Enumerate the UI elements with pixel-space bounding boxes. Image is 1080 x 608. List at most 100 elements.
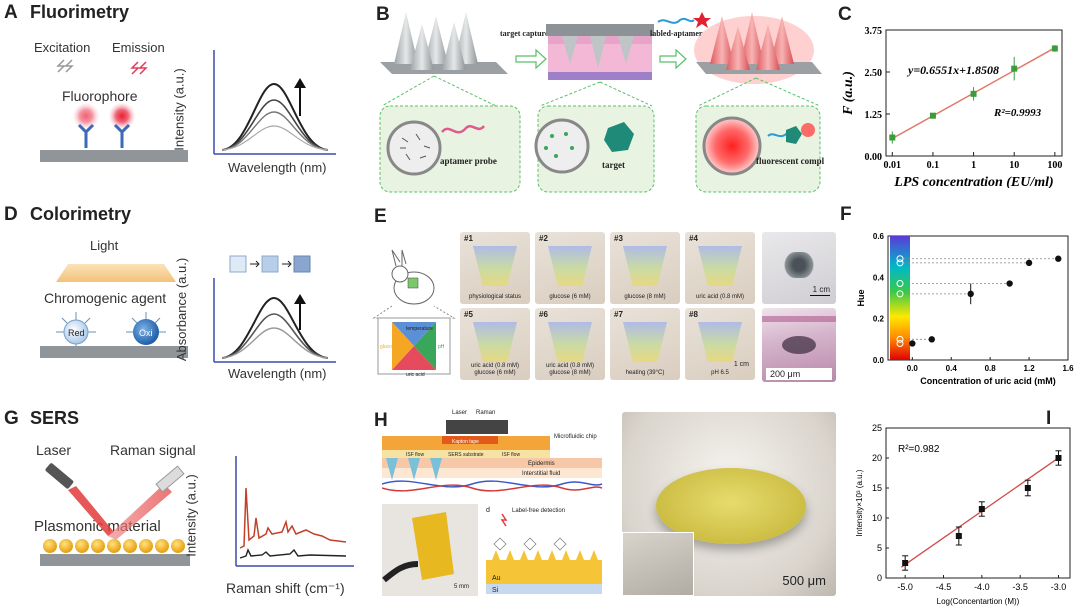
sers-substrate-label: SERS substrate xyxy=(448,452,484,458)
data-point xyxy=(909,340,916,347)
hue-marker xyxy=(896,290,904,298)
data-point xyxy=(1024,485,1031,491)
x-tick-label: -5.0 xyxy=(897,582,913,592)
isf-flow-left-label: ISF flow xyxy=(406,452,424,458)
si-label: Si xyxy=(492,587,499,594)
glucose-label: glucose xyxy=(380,344,397,350)
microneedle-patch-photo: 500 μm xyxy=(622,412,836,596)
up-arrow-icon xyxy=(294,78,306,88)
y-tick-label: 10 xyxy=(872,513,882,523)
aptamer-probe-line: aptamer probe xyxy=(440,156,497,166)
epidermis-label: Epidermis xyxy=(528,461,555,467)
fluorimetry-schematic xyxy=(40,59,188,162)
x-tick-label: 0.1 xyxy=(927,160,940,171)
aptamer-probe-label: aptamer probe xyxy=(440,156,497,166)
y-axis-label: F (a.u.) xyxy=(841,71,856,116)
scale-5mm-label: 5 mm xyxy=(454,584,469,590)
tile-number: #4 xyxy=(689,234,698,243)
fluor-ylabel: Intensity (a.u.) xyxy=(171,68,187,151)
d-label: d xyxy=(486,507,490,514)
laser-small-label: Laser xyxy=(452,410,467,416)
emission-arrow-icon xyxy=(130,61,148,75)
data-point xyxy=(1055,455,1062,461)
kapton-tape-label: Kapton tape xyxy=(452,439,479,445)
x-tick-label: 1.2 xyxy=(1024,364,1036,373)
data-point xyxy=(1055,255,1062,262)
scale-bar-1cm: 1 cm xyxy=(812,285,830,294)
colorimetry-schematic: Red Oxi xyxy=(40,264,188,358)
plot-frame xyxy=(885,427,1071,579)
label-free-label: Label-free detection xyxy=(512,508,565,514)
data-point xyxy=(1051,45,1058,52)
y-tick-label: 0.2 xyxy=(873,315,885,324)
x-tick-label: 1.6 xyxy=(1062,364,1074,373)
panel-title-a: Fluorimetry xyxy=(30,2,130,22)
data-point xyxy=(955,533,962,539)
y-tick-label: 15 xyxy=(872,483,882,493)
tile-caption: heating (39°C) xyxy=(625,370,665,376)
y-axis-label: Hue xyxy=(856,289,866,306)
sensor-tile-8: #8 pH 6.5 1 cm xyxy=(685,308,755,380)
tile-caption: glucose (6 mM) xyxy=(549,294,591,300)
y-tick-label: 0.00 xyxy=(865,152,883,163)
sers-calibration-chart: 0510152025-5.0-4.5-4.0-3.5-3.0R²=0.982Lo… xyxy=(855,423,1071,606)
color-xlabel: Wavelength (nm) xyxy=(228,366,327,381)
x-tick-label: 10 xyxy=(1009,160,1019,171)
panel-letter-g: G xyxy=(4,408,19,429)
x-tick-label: 0.8 xyxy=(985,364,997,373)
tile-caption: pH 6.5 xyxy=(711,370,729,376)
x-axis-label: Concentration of uric acid (mM) xyxy=(920,376,1056,386)
panel-letter-h: H xyxy=(374,410,388,431)
y-tick-label: 0.0 xyxy=(873,356,885,365)
y-tick-label: 0.4 xyxy=(873,273,885,282)
ph-label: pH xyxy=(438,344,445,350)
plot-frame xyxy=(887,235,1069,361)
uric-acid-label: uric acid xyxy=(406,372,425,378)
sers-schematic xyxy=(40,463,190,566)
r2-label: R²=0.982 xyxy=(898,444,940,455)
color-ylabel: Absorbance (a.u.) xyxy=(174,257,190,362)
panel-letter-d: D xyxy=(4,204,18,225)
scale-bar-1cm-tile: 1 cm xyxy=(733,361,749,368)
isf-flow-right-label: ISF flow xyxy=(502,452,520,458)
y-tick-label: 5 xyxy=(877,543,882,553)
light-label: Light xyxy=(90,238,119,253)
aptamer-microneedle-schematic: target capture labled-aptamer aptamer pr… xyxy=(379,12,824,193)
hue-colorbar xyxy=(890,236,910,360)
tile-number: #8 xyxy=(689,310,698,319)
panel-letter-a: A xyxy=(4,2,18,23)
tile-caption: physiological status xyxy=(468,294,522,300)
interstitial-fluid-label: Interstitial fluid xyxy=(522,471,560,477)
data-point xyxy=(1006,280,1013,287)
emission-label: Emission xyxy=(112,40,165,55)
temperature-label: temperature xyxy=(406,326,433,332)
up-arrow-icon xyxy=(294,294,306,304)
x-tick-label: 1 xyxy=(971,160,976,171)
raman-small-label: Raman xyxy=(476,410,495,416)
panel-letter-b: B xyxy=(376,4,390,25)
multiplex-sensor-diagram: temperature glucose pH uric acid xyxy=(372,249,456,378)
x-tick-label: 100 xyxy=(1047,160,1062,171)
x-tick-label: -4.5 xyxy=(936,582,952,592)
panel-title-d: Colorimetry xyxy=(30,204,132,224)
x-tick-label: -3.0 xyxy=(1051,582,1067,592)
target-hexagon-icon xyxy=(604,122,634,152)
y-tick-label: 0.6 xyxy=(873,232,885,241)
x-tick-label: -3.5 xyxy=(1012,582,1028,592)
sers-ylabel: Intensity (a.u.) xyxy=(183,474,199,557)
hue-marker xyxy=(896,335,904,343)
y-tick-label: 25 xyxy=(872,423,882,433)
panel-letter-i: I xyxy=(1046,408,1052,429)
oxi-label: Oxi xyxy=(139,328,153,338)
tile-caption-2: glucose (8 mM) xyxy=(549,370,591,376)
data-point xyxy=(889,134,896,141)
tile-number: #6 xyxy=(539,310,548,319)
data-point xyxy=(1011,65,1018,72)
